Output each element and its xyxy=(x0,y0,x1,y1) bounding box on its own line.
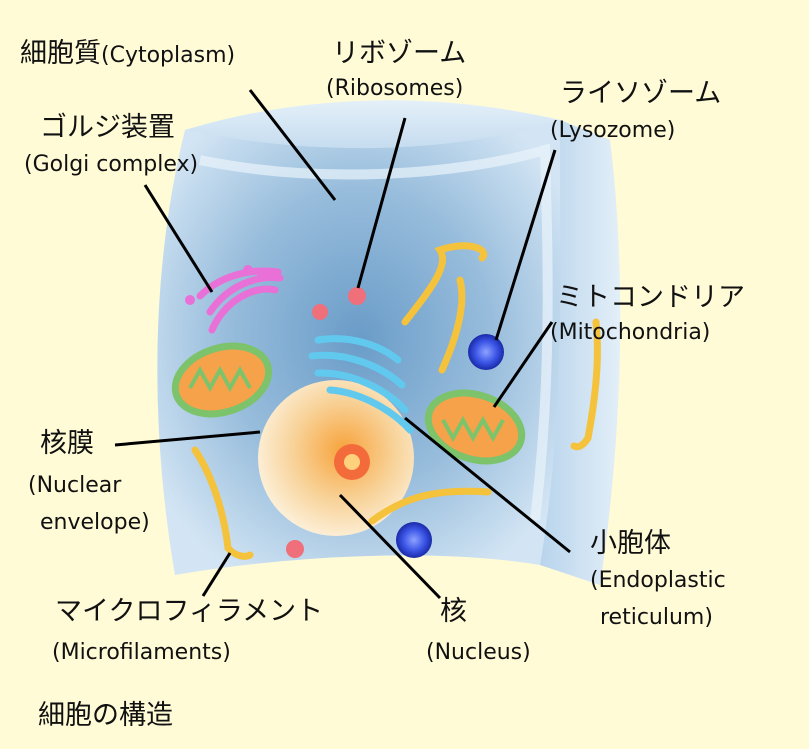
mitochondria-label-en: (Mitochondria) xyxy=(550,320,710,345)
microfilaments-label-en: (Microfilaments) xyxy=(52,640,231,665)
lysozome-label-jp: ライソゾーム xyxy=(560,78,721,109)
cytoplasm-label-jp: 細胞質 xyxy=(20,38,101,69)
mitochondria-label-jp: ミトコンドリア xyxy=(556,282,745,313)
nucleus-label-en: (Nucleus) xyxy=(426,640,531,665)
endoplasmic-label-en2: reticulum) xyxy=(600,605,713,630)
endoplasmic-label-jp: 小胞体 xyxy=(590,528,671,559)
nucleus-label-jp: 核 xyxy=(440,596,467,627)
lysozome-label-en: (Lysozome) xyxy=(550,118,675,143)
diagram-caption: 細胞の構造 xyxy=(38,700,173,731)
ribosomes-label-en: (Ribosomes) xyxy=(326,76,463,101)
endoplasmic-label-en1: (Endoplastic xyxy=(590,568,726,593)
nuclear-envelope-label-en2: envelope) xyxy=(40,510,150,535)
golgi-label-jp: ゴルジ装置 xyxy=(40,112,175,143)
nuclear-envelope-label-jp: 核膜 xyxy=(40,428,94,459)
ribosomes-label-jp: リボゾーム xyxy=(332,38,466,69)
nucleolus-core xyxy=(344,454,360,470)
microfilaments-label-jp: マイクロフィラメント xyxy=(55,596,323,627)
golgi-label-en: (Golgi complex) xyxy=(24,152,198,177)
nuclear-envelope-label-en1: (Nuclear xyxy=(28,473,121,498)
cytoplasm-label-en: (Cytoplasm) xyxy=(101,43,235,68)
cytoplasm-label: 細胞質(Cytoplasm) xyxy=(20,38,235,69)
